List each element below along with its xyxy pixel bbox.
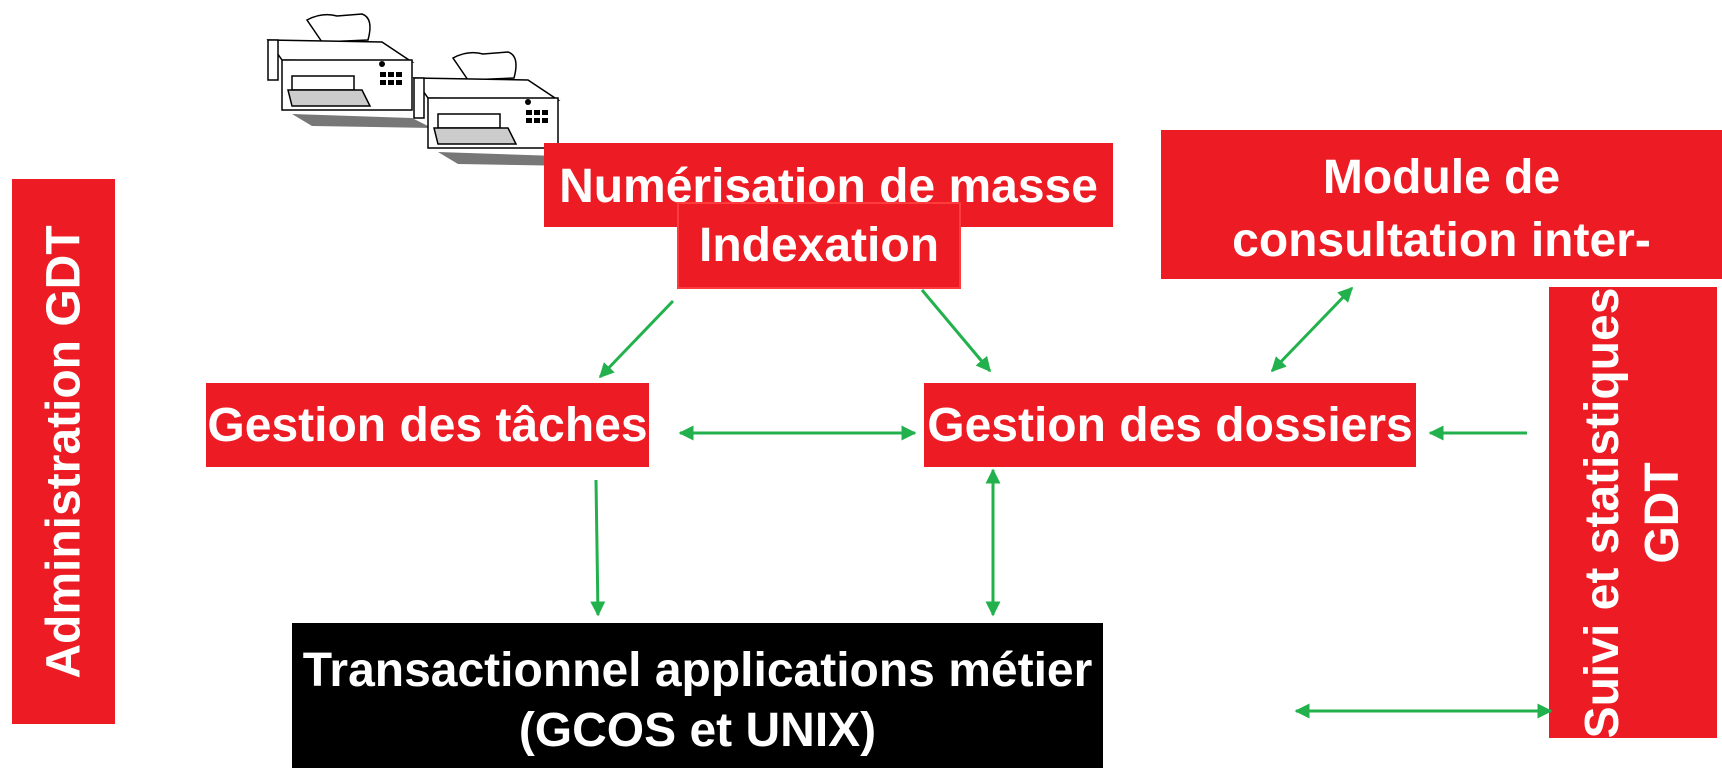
arrow-indexation-to-dossiers <box>920 289 992 373</box>
gestion-taches-label: Gestion des tâches <box>207 398 648 452</box>
arrow-module-dossiers <box>1270 286 1354 373</box>
module-consultation-box: Module de consultation inter- <box>1161 130 1722 279</box>
printer-icon <box>266 13 432 128</box>
transactionnel-line1: Transactionnel applications métier <box>302 644 1093 697</box>
transactionnel-box: Transactionnel applications métier (GCOS… <box>292 623 1103 768</box>
indexation-label: Indexation <box>698 219 940 272</box>
administration-gdt-box: Administration GDT <box>12 179 115 724</box>
transactionnel-line2: (GCOS et UNIX) <box>518 704 877 757</box>
printers-illustration <box>266 13 578 166</box>
arrow-taches-to-transactionnel <box>590 479 606 617</box>
gestion-dossiers-box: Gestion des dossiers <box>924 383 1416 467</box>
gestion-taches-box: Gestion des tâches <box>206 383 649 467</box>
printer-icon <box>412 51 578 166</box>
gestion-dossiers-label: Gestion des dossiers <box>927 398 1413 452</box>
module-consultation-line2: consultation inter- <box>1232 214 1651 267</box>
arrow-indexation-to-taches <box>598 299 675 379</box>
suivi-statistiques-box: Suivi et statistiques GDT <box>1549 287 1717 738</box>
indexation-box: Indexation <box>677 202 961 289</box>
module-consultation-line1: Module de <box>1322 151 1561 204</box>
